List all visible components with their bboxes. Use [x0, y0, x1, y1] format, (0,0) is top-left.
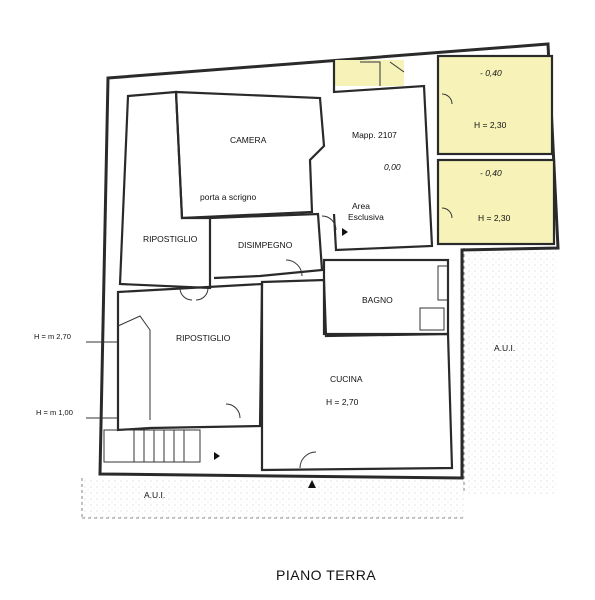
entry-arrow-bottom: [308, 480, 316, 488]
label-camera: CAMERA: [230, 135, 267, 145]
label-mapp: Mapp. 2107: [352, 130, 397, 140]
label-esclusiva: Esclusiva: [348, 212, 384, 222]
label-height-upper: H = m 2,70: [34, 332, 71, 341]
label-room-a-height: H = 2,30: [474, 120, 507, 130]
stairs-bottom: [103, 429, 201, 463]
entry-arrow-stairs: [214, 452, 220, 460]
outer-wall: [98, 42, 560, 480]
yellow-stair: [334, 60, 404, 86]
cucina-room: [260, 278, 454, 472]
label-cucina-height: H = 2,70: [326, 397, 359, 407]
disimpegno-room: [209, 212, 324, 280]
label-ripostiglio-bottom: RIPOSTIGLIO: [176, 333, 231, 343]
label-cucina: CUCINA: [330, 374, 363, 384]
page-title: PIANO TERRA: [276, 567, 376, 583]
label-height-lower: H = m 1,00: [36, 408, 73, 417]
yellow-room-a: [438, 56, 552, 154]
label-aui-bottom: A.U.I.: [144, 490, 165, 500]
yellow-room-b: [438, 160, 554, 244]
label-porta-scrigno: porta a scrigno: [200, 192, 256, 202]
label-ripostiglio-top: RIPOSTIGLIO: [143, 234, 198, 244]
label-area: Area: [352, 201, 370, 211]
label-disimpegno: DISIMPEGNO: [238, 240, 293, 250]
label-mapp-value: 0,00: [384, 162, 401, 172]
label-bagno: BAGNO: [362, 295, 393, 305]
aui-right-area: [462, 248, 558, 494]
mapp-room: [332, 60, 434, 252]
ripostiglio-bottom-room: [116, 282, 264, 432]
label-room-b-height: H = 2,30: [478, 213, 511, 223]
entry-arrow-area: [342, 228, 348, 236]
aui-bottom-area: [82, 478, 464, 518]
label-room-a-level: - 0,40: [480, 68, 502, 78]
label-room-b-level: - 0,40: [480, 168, 502, 178]
label-aui-right: A.U.I.: [494, 343, 515, 353]
